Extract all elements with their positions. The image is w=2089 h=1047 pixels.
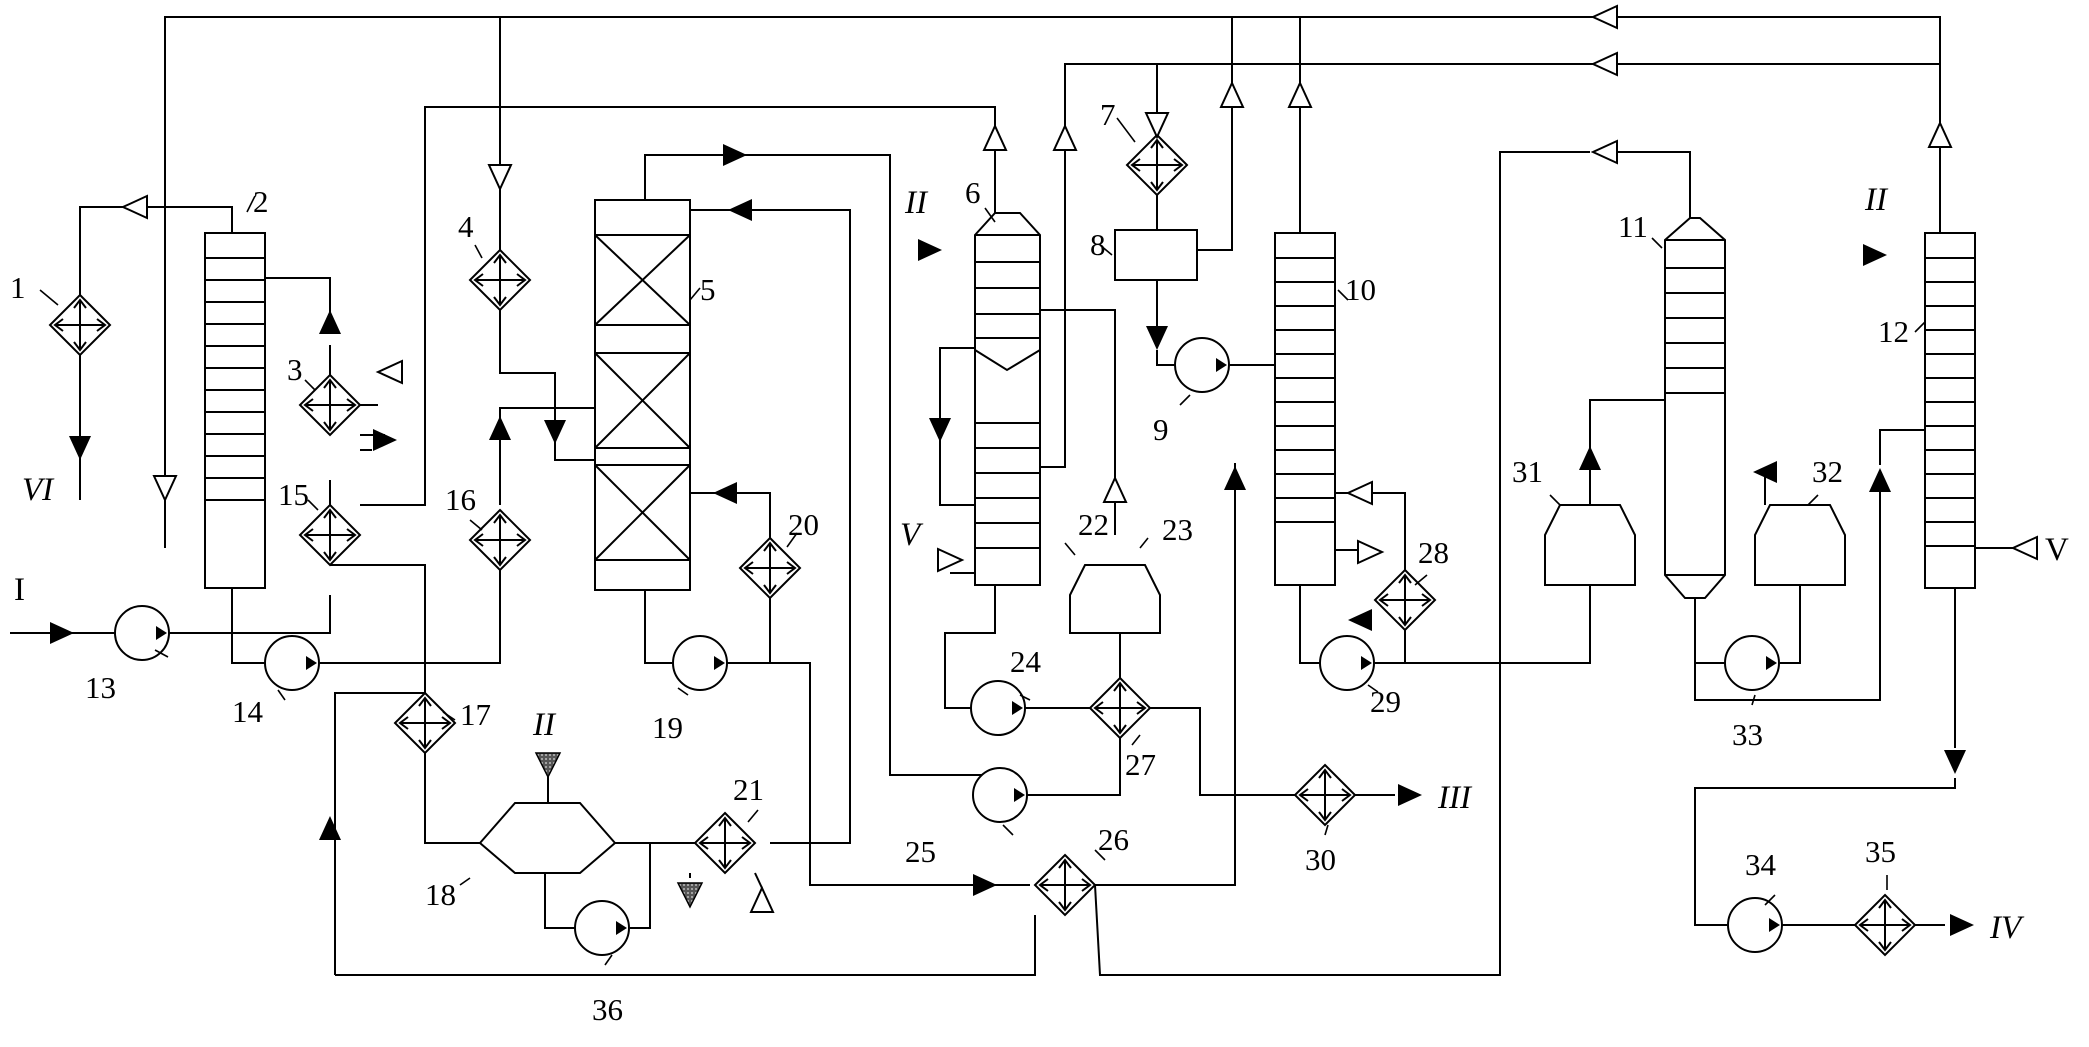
label-9: 9 (1153, 412, 1169, 447)
label-3: 3 (287, 352, 303, 387)
label-12: 12 (1878, 314, 1909, 349)
pump-25 (972, 767, 1028, 823)
pump-9 (1174, 337, 1230, 393)
label-35: 35 (1865, 834, 1896, 869)
vessel-31 (1544, 504, 1636, 586)
leader-lines (39, 117, 1926, 966)
pump-13 (114, 605, 170, 661)
heat-exchanger-1 (49, 294, 111, 356)
label-27: 27 (1125, 747, 1156, 782)
label-21: 21 (733, 772, 764, 807)
pump-34 (1727, 897, 1783, 953)
label-24: 24 (1010, 644, 1042, 679)
stream-label-ii-reactor: II (532, 707, 557, 743)
heat-exchanger-17 (394, 692, 456, 754)
label-26: 26 (1098, 822, 1129, 857)
heat-exchanger-21 (694, 812, 756, 874)
reactor-18 (478, 802, 617, 874)
stream-label-v-col22: V (900, 517, 924, 553)
heat-exchanger-27 (1089, 677, 1151, 739)
label-7: 7 (1100, 97, 1116, 132)
label-8: 8 (1090, 227, 1106, 262)
stream-label-vi: VI (22, 472, 55, 508)
heat-exchanger-7 (1126, 134, 1188, 196)
pump-24 (970, 680, 1026, 736)
label-19: 19 (652, 710, 683, 745)
stream-label-iii: III (1437, 780, 1473, 816)
heat-exchanger-30 (1294, 764, 1356, 826)
pump-36 (574, 900, 630, 956)
heat-exchanger-16 (469, 509, 531, 571)
label-34: 34 (1745, 847, 1777, 882)
equipment-numbers: 1 2 3 4 5 6 7 8 9 10 11 12 13 14 15 16 1… (10, 97, 1909, 1027)
heat-exchanger-28 (1374, 569, 1436, 631)
column-22 (974, 212, 1041, 586)
label-29: 29 (1370, 684, 1401, 719)
label-10: 10 (1345, 272, 1376, 307)
pump-19 (672, 635, 728, 691)
label-5: 5 (700, 272, 716, 307)
label-30: 30 (1305, 842, 1336, 877)
heat-exchanger-35 (1854, 894, 1916, 956)
label-15: 15 (278, 477, 309, 512)
label-4: 4 (458, 209, 474, 244)
accumulator-8 (1114, 229, 1198, 281)
label-25: 25 (905, 834, 936, 869)
heat-exchanger-26 (1034, 854, 1096, 916)
stream-label-ii-col6: II (904, 185, 929, 221)
heat-exchanger-20 (739, 537, 801, 599)
label-1: 1 (10, 270, 26, 305)
stream-label-i: I (14, 572, 25, 608)
column-12 (1924, 232, 1976, 589)
pump-14 (264, 635, 320, 691)
label-36: 36 (592, 992, 623, 1027)
label-17: 17 (460, 697, 491, 732)
stream-label-iv: IV (1989, 910, 2025, 946)
column-2 (204, 232, 266, 589)
heat-exchanger-15 (299, 504, 361, 566)
label-32: 32 (1812, 454, 1843, 489)
label-11: 11 (1618, 209, 1648, 244)
pump-29 (1319, 635, 1375, 691)
label-23: 23 (1162, 512, 1193, 547)
label-33: 33 (1732, 717, 1763, 752)
flow-arrows (50, 5, 2038, 936)
column-11 (1664, 217, 1726, 599)
stream-labels: I II II II III IV V V VI (14, 182, 2069, 946)
label-22: 22 (1078, 507, 1109, 542)
label-13: 13 (85, 670, 116, 705)
label-6: 6 (965, 175, 981, 210)
label-2: 2 (253, 184, 269, 219)
label-16: 16 (445, 482, 476, 517)
vessel-32 (1754, 504, 1846, 586)
label-18: 18 (425, 877, 456, 912)
stream-label-v-col12: V (2045, 532, 2069, 568)
vessel-23 (1069, 564, 1161, 634)
stream-label-ii-col12: II (1864, 182, 1889, 218)
label-28: 28 (1418, 535, 1449, 570)
packed-column-5 (594, 199, 691, 591)
label-20: 20 (788, 507, 819, 542)
heat-exchanger-4 (469, 249, 531, 311)
label-31: 31 (1512, 454, 1543, 489)
pump-33 (1724, 635, 1780, 691)
column-10 (1274, 232, 1336, 586)
label-14: 14 (232, 694, 264, 729)
